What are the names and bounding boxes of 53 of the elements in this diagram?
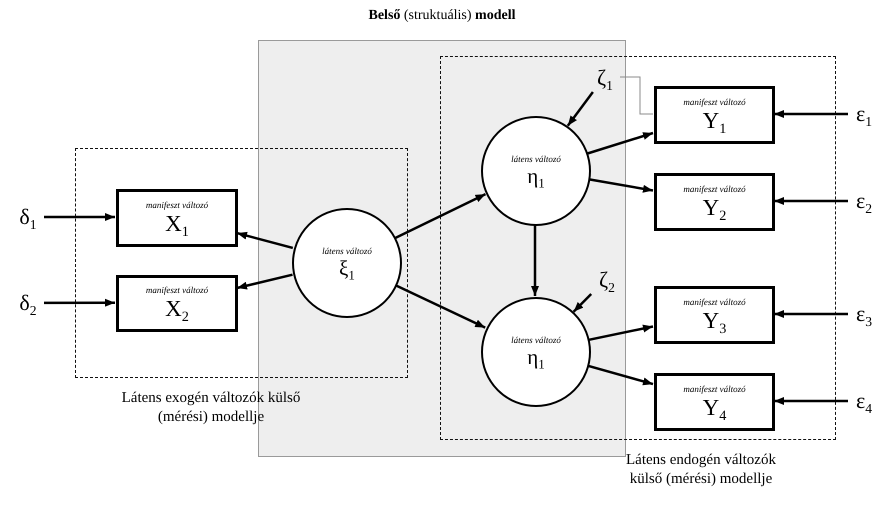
variable-type-label: manifeszt változó — [683, 296, 746, 308]
arrow — [236, 232, 294, 250]
variable-type-label: látens változó — [511, 335, 561, 346]
variable-symbol: Y$_{3}$ — [702, 308, 726, 334]
manifest-variable-box — [654, 86, 775, 144]
panel-title: Belső (struktuális) modell — [368, 8, 516, 24]
arrow — [44, 298, 115, 307]
arrow — [395, 284, 486, 329]
arrow — [236, 273, 293, 290]
variable-symbol: X$_{2}$ — [165, 296, 189, 322]
error-term-label: ε$_{4}$ — [848, 386, 880, 416]
manifest-variable-box — [654, 286, 775, 344]
variable-symbol: Y$_{4}$ — [702, 394, 726, 420]
arrow — [566, 91, 594, 127]
arrow — [394, 192, 486, 240]
variable-type-label: manifeszt változó — [683, 184, 746, 195]
manifest-variable-box — [116, 189, 238, 247]
manifest-variable-box — [654, 173, 775, 231]
variable-symbol: ξ$_{1}$ — [339, 256, 355, 280]
variable-type-label: manifeszt változó — [146, 200, 208, 211]
arrow — [587, 132, 654, 155]
variable-type-label: látens változó — [322, 246, 372, 257]
error-term-label: ε$_{1}$ — [848, 99, 880, 129]
arrow — [588, 364, 654, 386]
arrow — [774, 310, 848, 318]
frame-caption: Látens endogén változók külső (mérési) modellje — [625, 451, 777, 488]
arrow — [44, 213, 115, 221]
variable-symbol: η$_{1}$ — [527, 164, 545, 188]
connector-line — [620, 76, 654, 114]
variable-type-label: manifeszt változó — [146, 285, 208, 296]
arrow — [774, 110, 848, 118]
frame-caption: Látens exogén változók külső (mérési) modellje — [121, 389, 301, 426]
variable-type-label: manifeszt változó — [683, 96, 746, 108]
error-term-label: δ$_{1}$ — [12, 202, 44, 232]
variable-symbol: X$_{1}$ — [165, 210, 189, 236]
variable-type-label: manifeszt változó — [683, 384, 746, 395]
manifest-variable-box — [654, 373, 775, 431]
manifest-variable-box — [116, 275, 238, 332]
arrow — [572, 293, 592, 313]
variable-symbol: Y$_{2}$ — [702, 194, 726, 220]
error-term-label: ζ$_{1}$ — [589, 63, 621, 93]
variable-symbol: Y$_{1}$ — [702, 108, 726, 134]
error-term-label: ζ$_{2}$ — [591, 265, 623, 295]
error-term-label: δ$_{2}$ — [12, 288, 44, 318]
arrow — [774, 197, 848, 205]
variable-type-label: látens változó — [511, 154, 561, 165]
error-term-label: ε$_{2}$ — [848, 186, 880, 216]
arrow — [531, 225, 539, 296]
arrow — [588, 178, 654, 193]
arrow — [774, 397, 848, 405]
variable-symbol: η$_{1}$ — [527, 346, 545, 369]
arrow — [588, 324, 654, 342]
error-term-label: ε$_{3}$ — [848, 299, 880, 329]
